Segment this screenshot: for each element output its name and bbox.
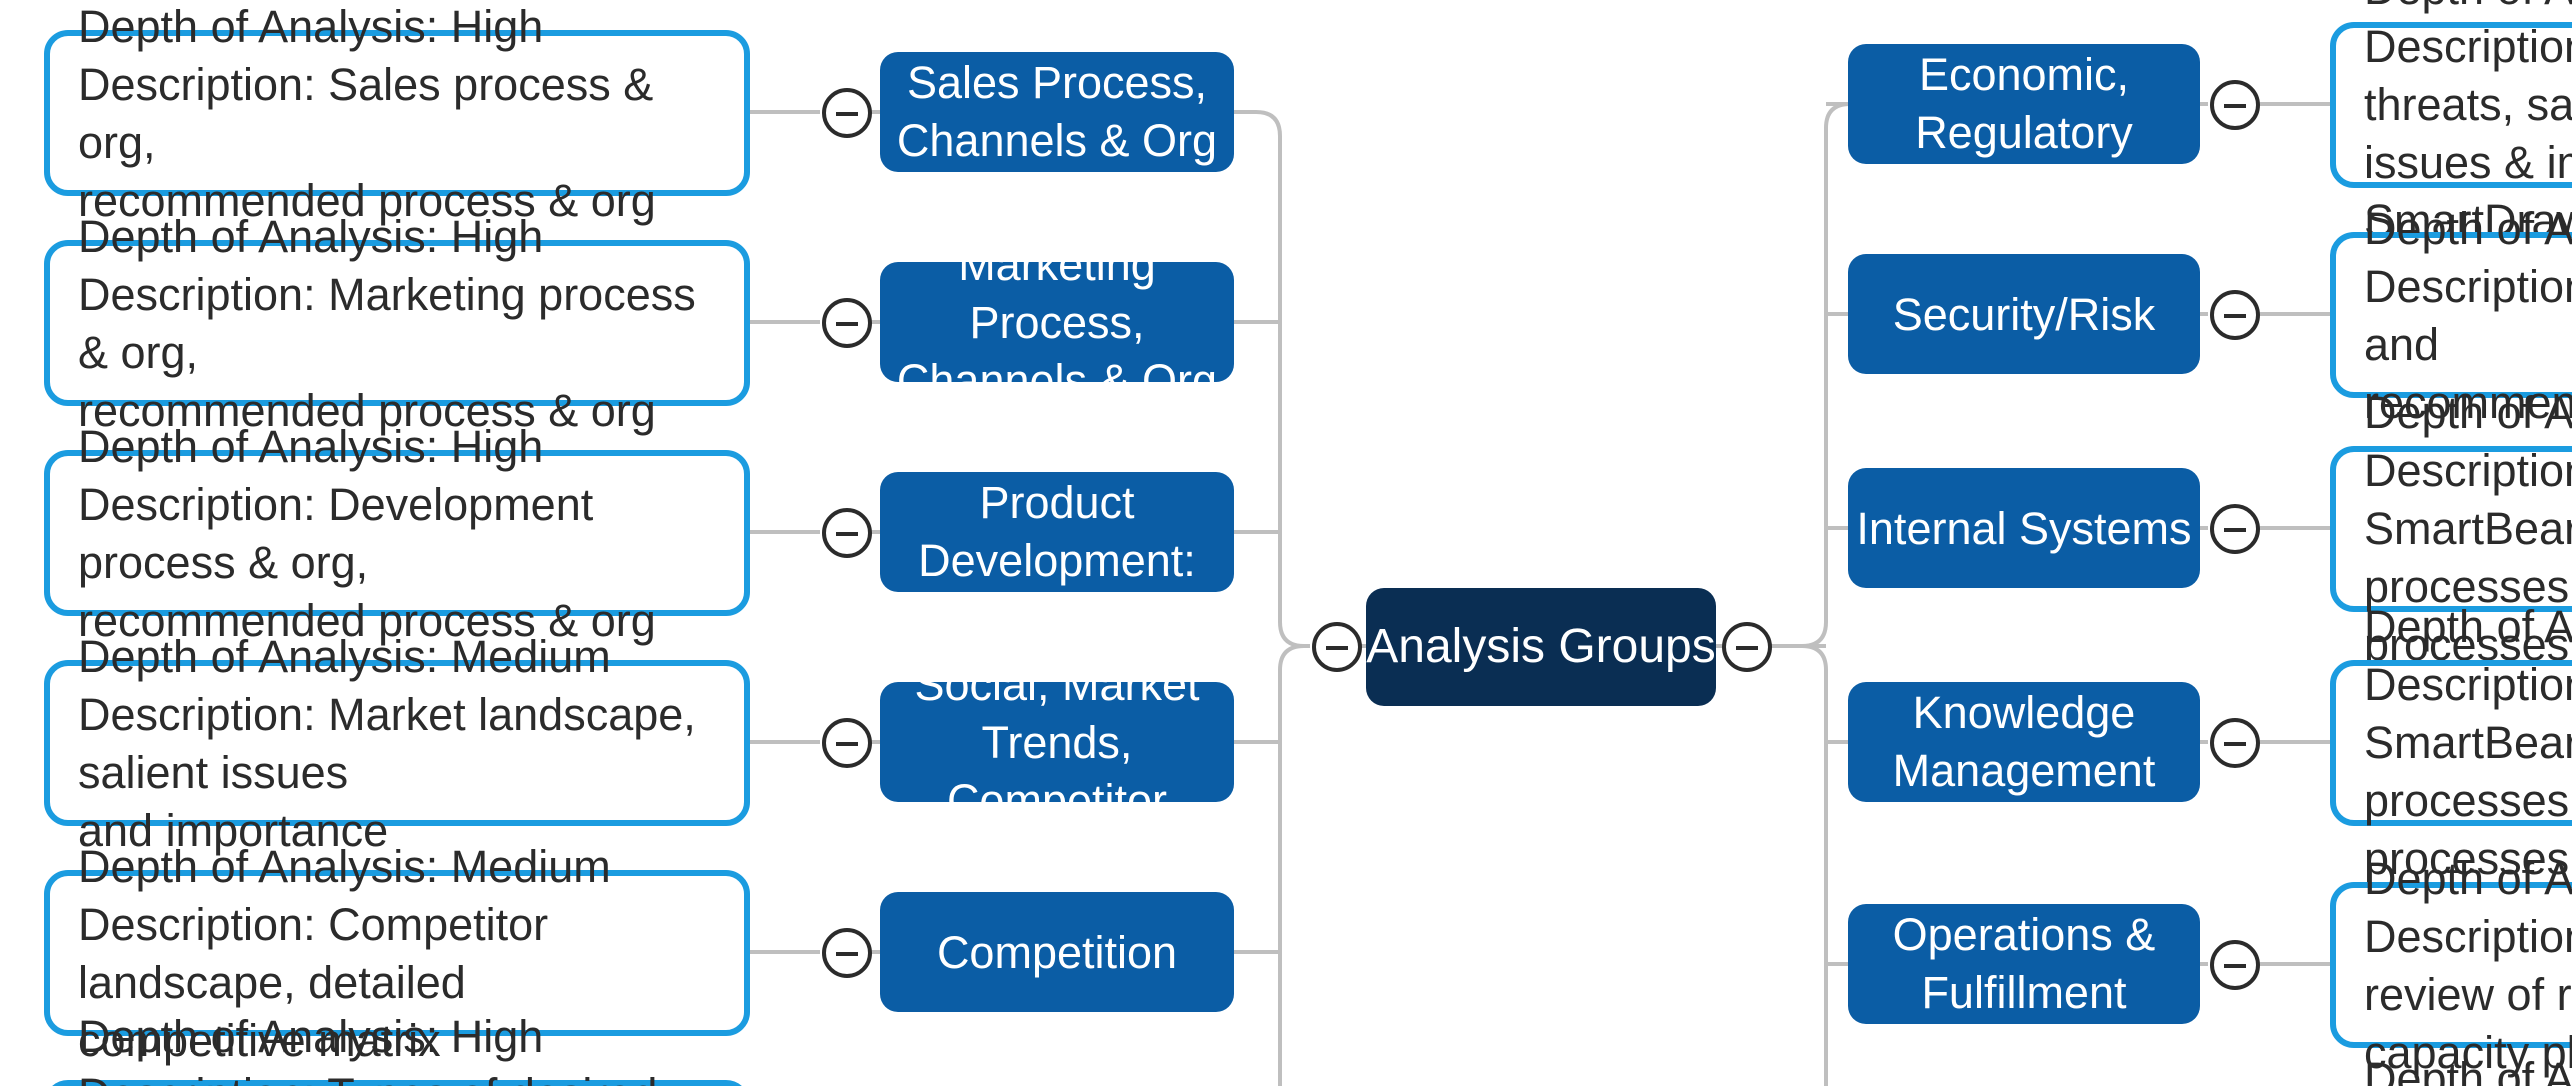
- detail-text: Depth of Analysis: High Description: Sal…: [78, 1, 656, 225]
- minus-circle-icon-left-4[interactable]: [822, 718, 872, 768]
- minus-circle-icon-right-2[interactable]: [2210, 290, 2260, 340]
- minus-circle-icon-right-3[interactable]: [2210, 504, 2260, 554]
- detail-box-left-5[interactable]: Depth of Analysis: Medium Description: C…: [44, 841, 750, 1065]
- detail-text: Depth of Analysis: High Description: Ass…: [2364, 203, 2572, 427]
- detail-text: Depth of Analysis: Medium Description: M…: [78, 631, 696, 855]
- minus-circle-icon-root-right[interactable]: [1722, 622, 1772, 672]
- detail-box-right-2[interactable]: Depth of Analysis: High Description: Ass…: [2330, 203, 2572, 427]
- detail-text: Depth of Analysis: High Description: Mar…: [78, 211, 696, 435]
- topic-box-social-market-trends[interactable]: Social, Market Trends, Competitor: [880, 659, 1234, 825]
- minus-circle-icon-left-1[interactable]: [822, 88, 872, 138]
- topic-box-marketing-process[interactable]: Marketing Process, Channels & Org: [880, 239, 1234, 405]
- topic-label: Security/Risk: [1892, 289, 2156, 339]
- minus-bar: [836, 321, 858, 325]
- detail-text: Depth of Analysis: High Description: Dev…: [78, 421, 656, 645]
- topic-box-operations-fulfillment[interactable]: Operations & Fulfillment: [1848, 904, 2200, 1024]
- topic-label: Knowledge Management: [1892, 688, 2156, 796]
- topic-box-knowledge-management[interactable]: Knowledge Management: [1848, 682, 2200, 802]
- minus-bar: [2224, 103, 2246, 107]
- topic-box-internal-systems[interactable]: Internal Systems: [1848, 468, 2200, 588]
- topic-box-financial-economic[interactable]: Financial, Economic, Regulatory Issues: [1848, 0, 2200, 216]
- minus-circle-icon-left-2[interactable]: [822, 298, 872, 348]
- detail-text: Depth of Analysis: High Description: Typ…: [78, 1012, 657, 1086]
- minus-bar: [2224, 741, 2246, 745]
- detail-box-right-4[interactable]: Depth of Analysis: Medium Description: A…: [2330, 602, 2572, 884]
- topic-box-security-risk[interactable]: Security/Risk: [1848, 254, 2200, 374]
- topic-box-product-development[interactable]: Product Development:: [880, 472, 1234, 592]
- minus-bar: [836, 111, 858, 115]
- topic-label: Social, Market Trends, Competitor: [914, 659, 1200, 825]
- minus-circle-icon-left-5[interactable]: [822, 928, 872, 978]
- detail-box-right-5[interactable]: Depth of Analysis: Low Description: Deta…: [2330, 853, 2572, 1077]
- root-label: Analysis Groups: [1366, 619, 1716, 673]
- detail-box-right-1[interactable]: Depth of Analysis: Low Description: Econ…: [2330, 0, 2572, 246]
- topic-label: Product Development:: [918, 478, 1196, 586]
- minus-circle-icon-left-3[interactable]: [822, 508, 872, 558]
- detail-text: Depth of Analysis: Medium Description: A…: [2364, 602, 2572, 884]
- detail-box-left-3[interactable]: Depth of Analysis: High Description: Dev…: [44, 421, 750, 645]
- minus-circle-icon-right-5[interactable]: [2210, 940, 2260, 990]
- topic-box-competition[interactable]: Competition: [880, 892, 1234, 1012]
- topic-label: Marketing Process, Channels & Org: [896, 239, 1218, 405]
- root-node-analysis-groups[interactable]: Analysis Groups: [1366, 588, 1716, 706]
- minus-bar: [836, 741, 858, 745]
- topic-label: Financial, Economic, Regulatory Issues: [1915, 0, 2133, 216]
- topic-label: Competition: [936, 927, 1178, 977]
- detail-text: Depth of Analysis: Medium Description: A…: [2364, 1054, 2572, 1086]
- minus-bar: [2224, 963, 2246, 967]
- detail-box-right-3[interactable]: Depth of Analysis: High Description: Ass…: [2330, 388, 2572, 670]
- detail-box-left-4[interactable]: Depth of Analysis: Medium Description: M…: [44, 631, 750, 855]
- minus-circle-icon-right-1[interactable]: [2210, 80, 2260, 130]
- detail-text: Depth of Analysis: Low Description: Deta…: [2364, 853, 2572, 1077]
- detail-text: Depth of Analysis: Medium Description: C…: [78, 841, 611, 1065]
- detail-box-left-2[interactable]: Depth of Analysis: High Description: Mar…: [44, 211, 750, 435]
- detail-box-left-6[interactable]: Depth of Analysis: High Description: Typ…: [44, 1012, 750, 1086]
- minus-circle-icon-right-4[interactable]: [2210, 718, 2260, 768]
- minus-circle-icon-root-left[interactable]: [1312, 622, 1362, 672]
- minus-bar: [1326, 645, 1348, 649]
- minus-bar: [836, 951, 858, 955]
- topic-label: Sales Process, Channels & Org: [896, 58, 1218, 166]
- minus-bar: [2224, 313, 2246, 317]
- minus-bar: [1736, 645, 1758, 649]
- minus-bar: [2224, 527, 2246, 531]
- detail-box-left-1[interactable]: Depth of Analysis: High Description: Sal…: [44, 1, 750, 225]
- topic-box-sales-process[interactable]: Sales Process, Channels & Org: [880, 52, 1234, 172]
- topic-label: Operations & Fulfillment: [1892, 910, 2156, 1018]
- minus-bar: [836, 531, 858, 535]
- topic-label: Internal Systems: [1856, 503, 2192, 553]
